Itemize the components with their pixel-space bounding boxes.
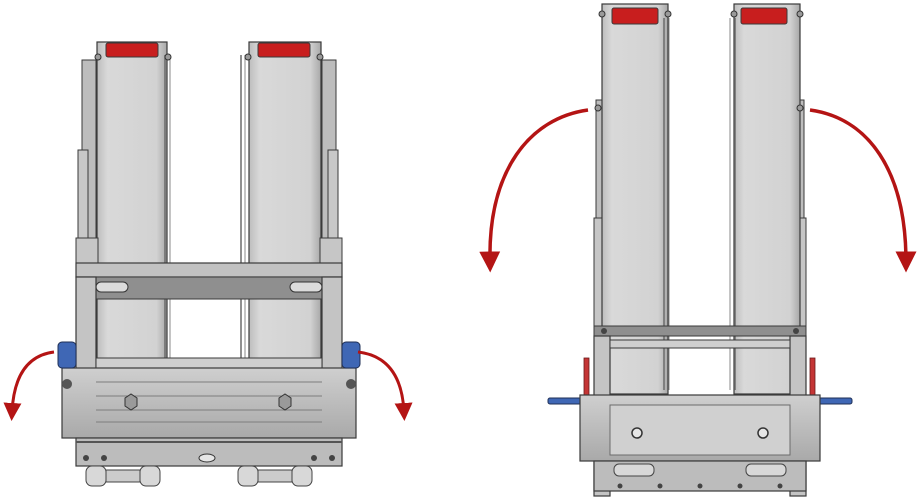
roller <box>745 463 787 477</box>
bolt-icon <box>697 483 703 489</box>
upper-cross-bar <box>593 325 807 337</box>
locking-handle-icon <box>341 341 361 369</box>
bolt-icon <box>346 379 356 389</box>
bolt-icon <box>316 53 324 61</box>
bolt-icon <box>94 53 102 61</box>
middle-bar <box>95 357 323 369</box>
left-view <box>3 41 413 487</box>
right-rollers <box>237 465 313 487</box>
reflector-icon <box>257 42 311 58</box>
bolt-icon <box>101 455 107 461</box>
bolt-icon <box>737 483 743 489</box>
left-hinge <box>75 237 99 265</box>
middle-bar <box>609 339 791 349</box>
upper-cross-bar <box>75 262 343 278</box>
right-hinge <box>319 237 343 265</box>
bolt-icon <box>793 328 799 334</box>
bolt-icon <box>83 455 89 461</box>
bolt-icon <box>329 455 335 461</box>
bolt-icon <box>311 455 317 461</box>
curved-arrow-icon <box>357 350 413 421</box>
curved-arrow-icon <box>809 108 917 273</box>
bolt-icon <box>730 10 738 18</box>
bolt-icon <box>657 483 663 489</box>
curved-arrow-icon <box>479 108 589 273</box>
locking-pin-right <box>809 357 816 397</box>
reflector-icon <box>105 42 159 58</box>
right-slat <box>248 41 322 373</box>
base-block <box>61 367 357 439</box>
bolt-icon <box>777 483 783 489</box>
reflector-icon <box>740 7 788 25</box>
curved-arrow-icon <box>3 350 55 421</box>
bolt-icon <box>594 104 602 112</box>
bolt-icon <box>244 53 252 61</box>
center-hole <box>198 453 216 463</box>
bolt-icon <box>278 393 292 411</box>
left-rollers <box>85 465 161 487</box>
bolt-icon <box>796 10 804 18</box>
bolt-icon <box>62 379 72 389</box>
bolt-icon <box>164 53 172 61</box>
bolt-icon <box>664 10 672 18</box>
bolt-icon <box>617 483 623 489</box>
bolt-icon <box>124 393 138 411</box>
slot-left <box>95 281 129 293</box>
bolt-icon <box>631 427 643 439</box>
reflector-icon <box>611 7 659 25</box>
bolt-icon <box>757 427 769 439</box>
slot-right <box>289 281 323 293</box>
locking-pin-left <box>583 357 590 397</box>
bolt-icon <box>601 328 607 334</box>
right-view <box>479 3 917 497</box>
bolt-icon <box>598 10 606 18</box>
bolt-icon <box>796 104 804 112</box>
roller <box>613 463 655 477</box>
locking-handle-icon <box>57 341 77 369</box>
left-slat <box>96 41 168 373</box>
